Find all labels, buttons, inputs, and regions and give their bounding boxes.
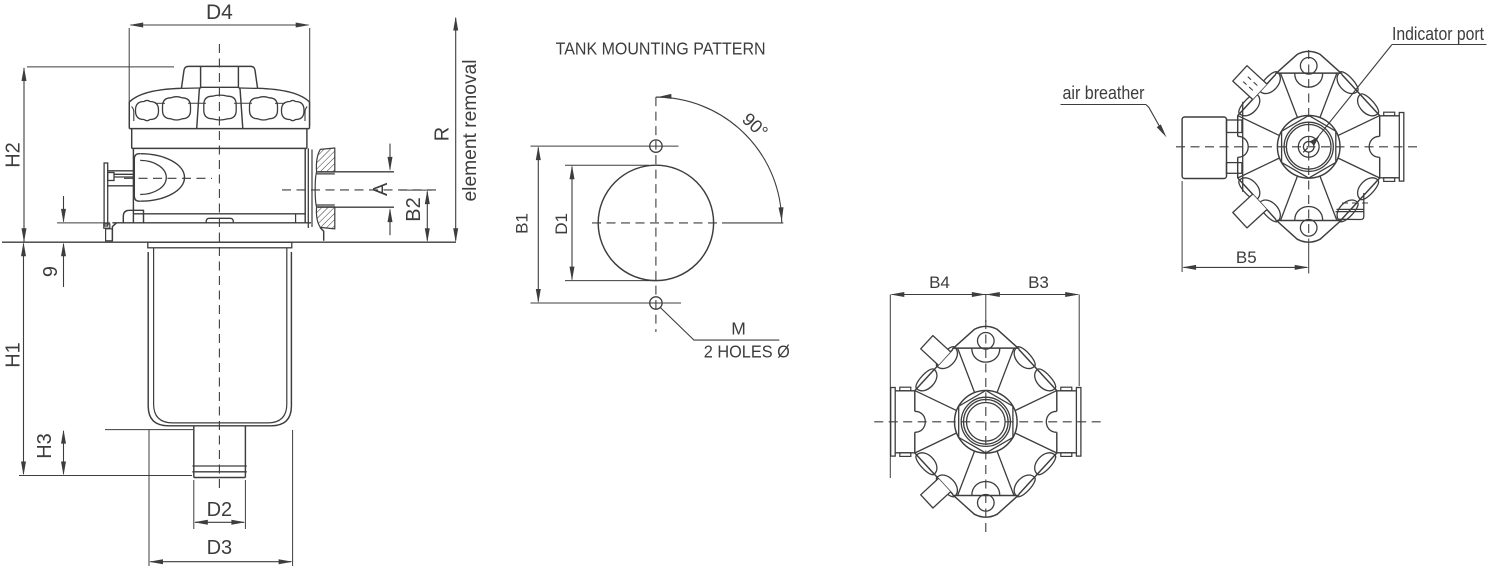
svg-text:D2: D2	[207, 499, 233, 521]
svg-text:D4: D4	[206, 1, 233, 24]
svg-text:H3: H3	[34, 433, 56, 459]
svg-text:M: M	[731, 319, 746, 339]
svg-text:B4: B4	[929, 273, 950, 292]
svg-text:B1: B1	[512, 213, 531, 234]
svg-text:A: A	[370, 182, 392, 196]
svg-text:air breather: air breather	[1063, 83, 1145, 103]
svg-text:Indicator port: Indicator port	[1392, 24, 1484, 44]
svg-text:9: 9	[40, 266, 62, 277]
svg-text:B5: B5	[1236, 248, 1257, 267]
svg-text:element removal: element removal	[460, 60, 481, 202]
svg-text:B2: B2	[403, 197, 425, 221]
svg-text:H2: H2	[3, 142, 25, 168]
svg-text:D3: D3	[207, 537, 233, 559]
svg-text:H1: H1	[3, 342, 25, 368]
svg-text:2 HOLES Ø: 2 HOLES Ø	[704, 342, 790, 362]
svg-text:TANK MOUNTING PATTERN: TANK MOUNTING PATTERN	[556, 39, 766, 59]
svg-text:R: R	[432, 127, 454, 141]
svg-text:D1: D1	[552, 213, 571, 235]
svg-text:B3: B3	[1028, 273, 1049, 292]
